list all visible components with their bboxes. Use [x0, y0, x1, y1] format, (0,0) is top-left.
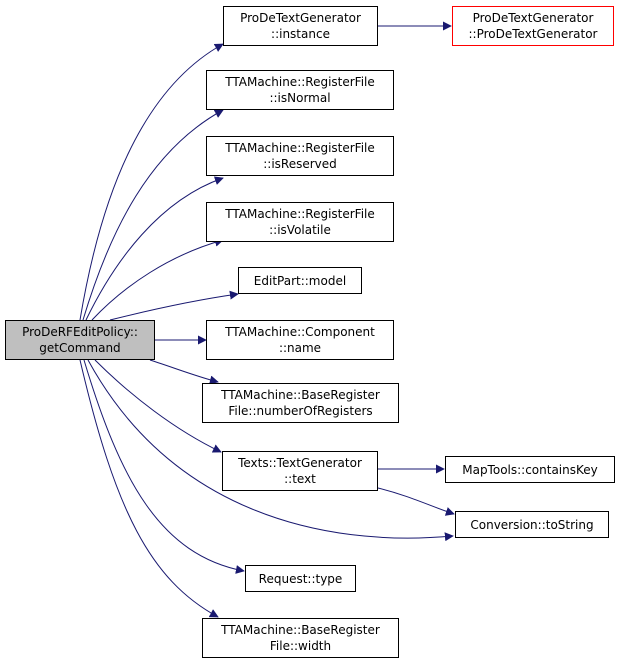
node-line2: ::isNormal — [269, 91, 331, 105]
root-line1: ProDeRFEditPolicy:: — [22, 325, 138, 339]
node-line2: File::width — [269, 639, 332, 653]
edge-root-model — [109, 290, 239, 321]
node-type[interactable]: Request::type — [245, 565, 356, 592]
node-line2: ::isVolatile — [269, 223, 331, 237]
node-line1: TTAMachine::RegisterFile — [225, 207, 375, 221]
node-line2: ::isReserved — [263, 157, 337, 171]
node-line1: Texts::TextGenerator — [238, 456, 362, 470]
node-line2: File::numberOfRegisters — [228, 404, 373, 418]
node-line2: ::ProDeTextGenerator — [468, 27, 598, 41]
node-line1: Request::type — [258, 571, 343, 586]
edge-root-isreserved — [85, 176, 224, 321]
edge-root-width — [79, 359, 219, 618]
node-line2: ::instance — [271, 27, 330, 41]
node-line2: ::name — [278, 341, 322, 355]
node-name[interactable]: TTAMachine::Component ::name — [206, 320, 394, 360]
node-tostring[interactable]: Conversion::toString — [455, 511, 609, 538]
edge-root-tostring — [87, 359, 454, 542]
node-model[interactable]: EditPart::model — [238, 267, 362, 294]
node-line1: Conversion::toString — [470, 517, 594, 532]
node-isvolatile[interactable]: TTAMachine::RegisterFile ::isVolatile — [206, 202, 394, 242]
edge-text-tostring — [377, 487, 455, 516]
node-instance[interactable]: ProDeTextGenerator ::instance — [223, 6, 378, 46]
node-width[interactable]: TTAMachine::BaseRegister File::width — [202, 618, 399, 658]
root-line2: getCommand — [39, 341, 121, 355]
node-numregs[interactable]: TTAMachine::BaseRegister File::numberOfR… — [202, 383, 399, 423]
root-node-getcommand[interactable]: ProDeRFEditPolicy:: getCommand — [5, 320, 155, 360]
edge-root-isvolatile — [91, 237, 224, 321]
node-line1: MapTools::containsKey — [462, 462, 598, 477]
node-line1: TTAMachine::BaseRegister — [221, 623, 380, 637]
edge-root-instance — [79, 43, 224, 321]
node-line1: TTAMachine::BaseRegister — [221, 388, 380, 402]
node-line1: TTAMachine::RegisterFile — [225, 141, 375, 155]
node-isnormal[interactable]: TTAMachine::RegisterFile ::isNormal — [206, 70, 394, 110]
node-line1: TTAMachine::Component — [225, 325, 375, 339]
node-line1: ProDeTextGenerator — [240, 11, 361, 25]
edge-root-isnormal — [82, 109, 224, 321]
edge-root-numregs — [149, 359, 219, 385]
edge-root-text — [94, 359, 222, 453]
node-ctor[interactable]: ProDeTextGenerator ::ProDeTextGenerator — [452, 6, 614, 46]
node-containskey[interactable]: MapTools::containsKey — [445, 456, 615, 483]
node-line1: EditPart::model — [253, 273, 347, 288]
node-line1: ProDeTextGenerator — [472, 11, 594, 25]
node-text[interactable]: Texts::TextGenerator ::text — [222, 451, 378, 491]
node-isreserved[interactable]: TTAMachine::RegisterFile ::isReserved — [206, 136, 394, 176]
node-line1: TTAMachine::RegisterFile — [225, 75, 375, 89]
node-line2: ::text — [284, 472, 316, 486]
edge-root-type — [83, 359, 245, 574]
